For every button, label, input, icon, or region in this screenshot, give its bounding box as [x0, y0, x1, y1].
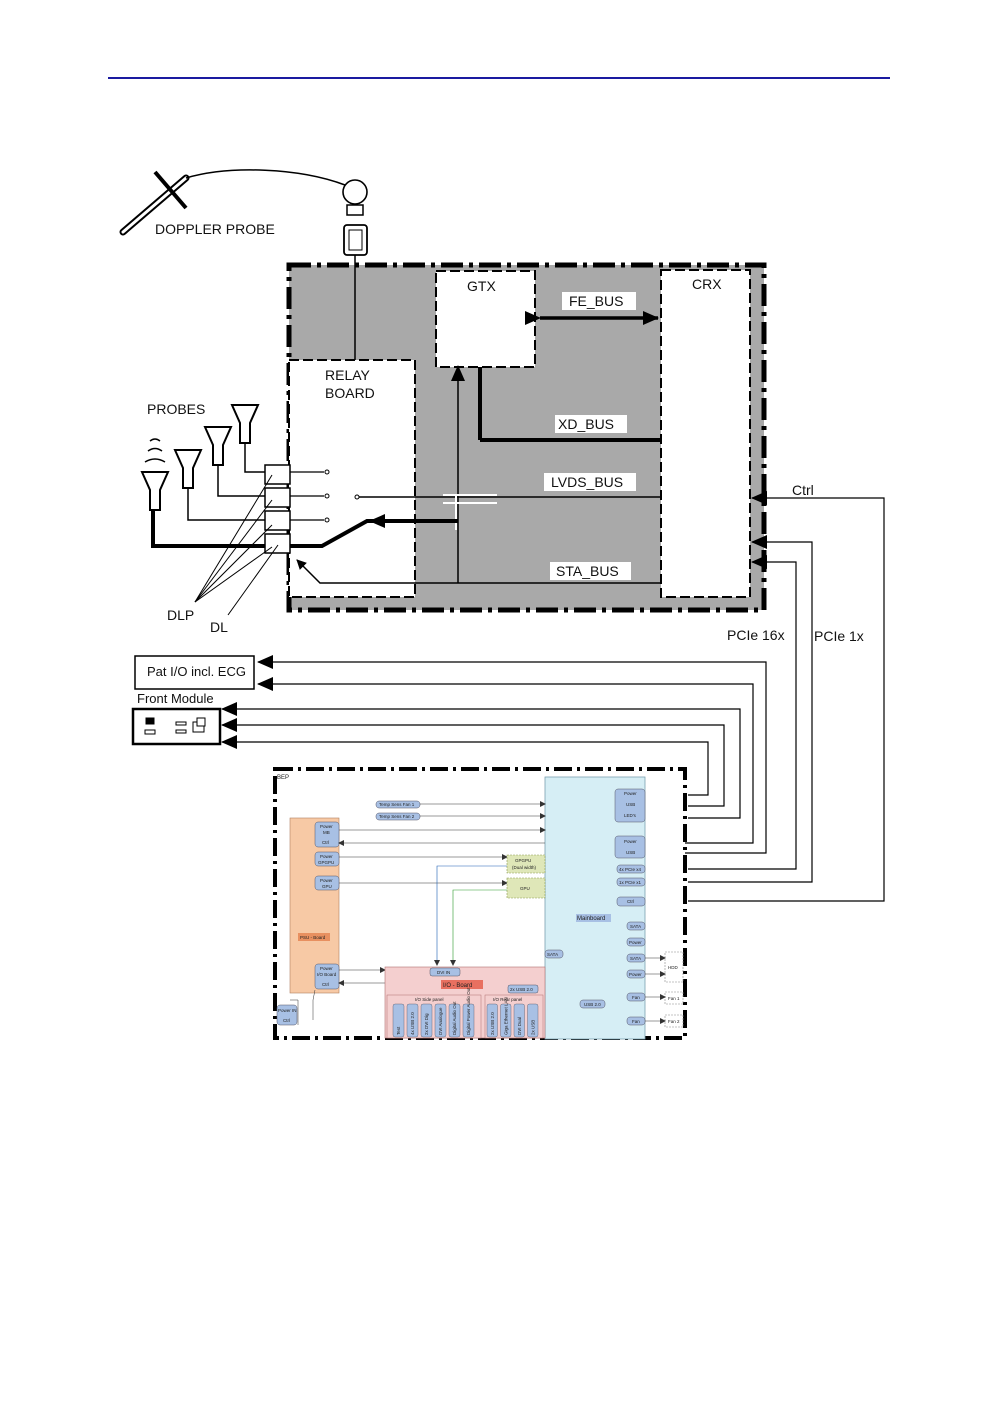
relay-board-box	[288, 359, 416, 598]
gpgpu-box	[506, 854, 546, 874]
mb-sata-left-label: SATA	[547, 952, 558, 957]
io-port-box	[406, 1003, 419, 1038]
svg-text:Ctrl: Ctrl	[322, 982, 329, 987]
lvds-bus-label: LVDS_BUS	[551, 474, 623, 490]
svg-text:Power: Power	[320, 966, 333, 971]
gpu-box	[506, 877, 546, 899]
svg-text:Fan 1: Fan 1	[668, 996, 680, 1001]
svg-text:2x USB 2.0: 2x USB 2.0	[510, 987, 533, 992]
svg-text:GPU: GPU	[322, 884, 332, 889]
io-port-box	[513, 1003, 525, 1038]
mb-sata1-label: SATA	[630, 924, 641, 929]
svg-text:GPGPU: GPGPU	[515, 858, 531, 863]
io-port-box	[392, 1003, 405, 1038]
pcie-16x-label: PCIe 16x	[727, 627, 785, 643]
mb-usb-label: USB	[626, 802, 635, 807]
svg-text:I/O Rear panel: I/O Rear panel	[493, 997, 522, 1002]
mb-ctrl-label: Ctrl	[627, 899, 634, 904]
io-port-label: DVI Dual	[517, 1017, 522, 1035]
svg-text:GPGPU: GPGPU	[318, 860, 334, 865]
bep-label: BEP	[277, 775, 289, 781]
io-port-box	[420, 1003, 433, 1038]
ctrl-label: Ctrl	[792, 482, 814, 498]
io-port-label: Digital Power Audio Out	[466, 987, 471, 1035]
io-port-box	[434, 1003, 447, 1038]
mb-power3-label: Power	[629, 940, 642, 945]
io-port-box	[462, 1003, 475, 1038]
mb-usb20-label: USB 2.0	[584, 1002, 601, 1007]
svg-text:Fan 2: Fan 2	[668, 1019, 680, 1024]
svg-text:HDD: HDD	[668, 965, 678, 970]
io-port-label: Test	[396, 1026, 401, 1035]
io-port-label: 2x USB 2.0	[490, 1012, 495, 1035]
svg-text:Power: Power	[320, 824, 333, 829]
pat-io-box	[134, 655, 255, 690]
io-port-box	[448, 1003, 461, 1038]
svg-text:Power IN: Power IN	[278, 1008, 297, 1013]
page-header-rule	[108, 77, 890, 79]
svg-text:GPU: GPU	[520, 886, 530, 891]
mb-power-label: Power	[624, 791, 637, 796]
io-port-label: 2x DVI Dig	[424, 1013, 429, 1035]
io-port-label: Giga Ethernet LAN	[503, 997, 508, 1035]
doppler-wave-icon	[144, 438, 166, 463]
io-board-label: I/O - Board	[443, 983, 472, 989]
doppler-probe-label: DOPPLER PROBE	[155, 221, 275, 237]
io-port-label: DVI Analogue	[438, 1007, 443, 1035]
crx-box	[660, 269, 751, 598]
fe-bus-label: FE_BUS	[569, 293, 623, 309]
io-rear-ports: 2x USB 2.0 Giga Ethernet LAN DVI Dual 2x US…	[486, 997, 539, 1038]
relay-board-label-2: BOARD	[325, 385, 375, 401]
mainboard-label: Mainboard	[577, 916, 605, 922]
doppler-probe-icon	[119, 169, 346, 236]
pat-io-label: Pat I/O incl. ECG	[147, 664, 246, 679]
probe-icons	[140, 404, 260, 511]
svg-text:MB: MB	[323, 830, 330, 835]
svg-text:I/O Board: I/O Board	[317, 972, 337, 977]
svg-text:Power: Power	[320, 878, 333, 883]
doppler-connector-icon	[342, 179, 368, 256]
front-module-box	[131, 707, 222, 746]
io-port-label: 4x USB 2.0	[410, 1012, 415, 1035]
io-port-box	[486, 1003, 498, 1038]
io-side-ports: Test 4x USB 2.0 2x DVI Dig DVI Analogue Digi…	[392, 987, 475, 1038]
io-port-box	[500, 1003, 512, 1038]
gtx-label: GTX	[467, 278, 496, 294]
front-module-controls-icon	[144, 717, 206, 735]
mb-fan2-label: Fan	[632, 1019, 640, 1024]
dl-label: DL	[210, 619, 228, 635]
dlp-lines	[194, 474, 279, 616]
mb-pcie-x4-label: 4x PCIe x4	[619, 867, 642, 872]
svg-text:(Dual width): (Dual width)	[512, 865, 537, 870]
xd-bus-label: XD_BUS	[558, 416, 614, 432]
temp-sens-fan1-label: Temp Sens Fan 1	[379, 802, 415, 807]
io-port-box	[527, 1003, 539, 1038]
mb-fan1-label: Fan	[632, 995, 640, 1000]
svg-text:Ctrl: Ctrl	[322, 840, 329, 845]
crx-label: CRX	[692, 276, 722, 292]
pcie-1x-label: PCIe 1x	[814, 628, 864, 644]
hdd-box	[664, 951, 684, 983]
psu-label: PSU - Board	[300, 935, 326, 940]
mb-usb2-label: USB	[626, 850, 635, 855]
svg-text:DVI IN: DVI IN	[437, 970, 450, 975]
probes-label: PROBES	[147, 401, 205, 417]
sta-bus-label: STA_BUS	[556, 563, 619, 579]
svg-text:Power: Power	[320, 854, 333, 859]
svg-text:I/O Side panel: I/O Side panel	[415, 997, 444, 1002]
mb-led-label: LED's	[624, 813, 637, 818]
temp-sens-fan2-label: Temp Sens Fan 2	[379, 814, 415, 819]
mb-pcie-x1-label: 1x PCIe x1	[619, 880, 642, 885]
mb-power4-label: Power	[629, 972, 642, 977]
mb-power2-label: Power	[624, 839, 637, 844]
svg-text:Ctrl: Ctrl	[283, 1018, 290, 1023]
io-port-label: Digital Audio Out	[452, 1001, 457, 1035]
front-module-label: Front Module	[137, 691, 214, 706]
mb-sata2-label: SATA	[630, 956, 641, 961]
dlp-label: DLP	[167, 607, 194, 623]
relay-board-label-1: RELAY	[325, 367, 371, 383]
io-port-label: 2x USB	[530, 1020, 535, 1035]
